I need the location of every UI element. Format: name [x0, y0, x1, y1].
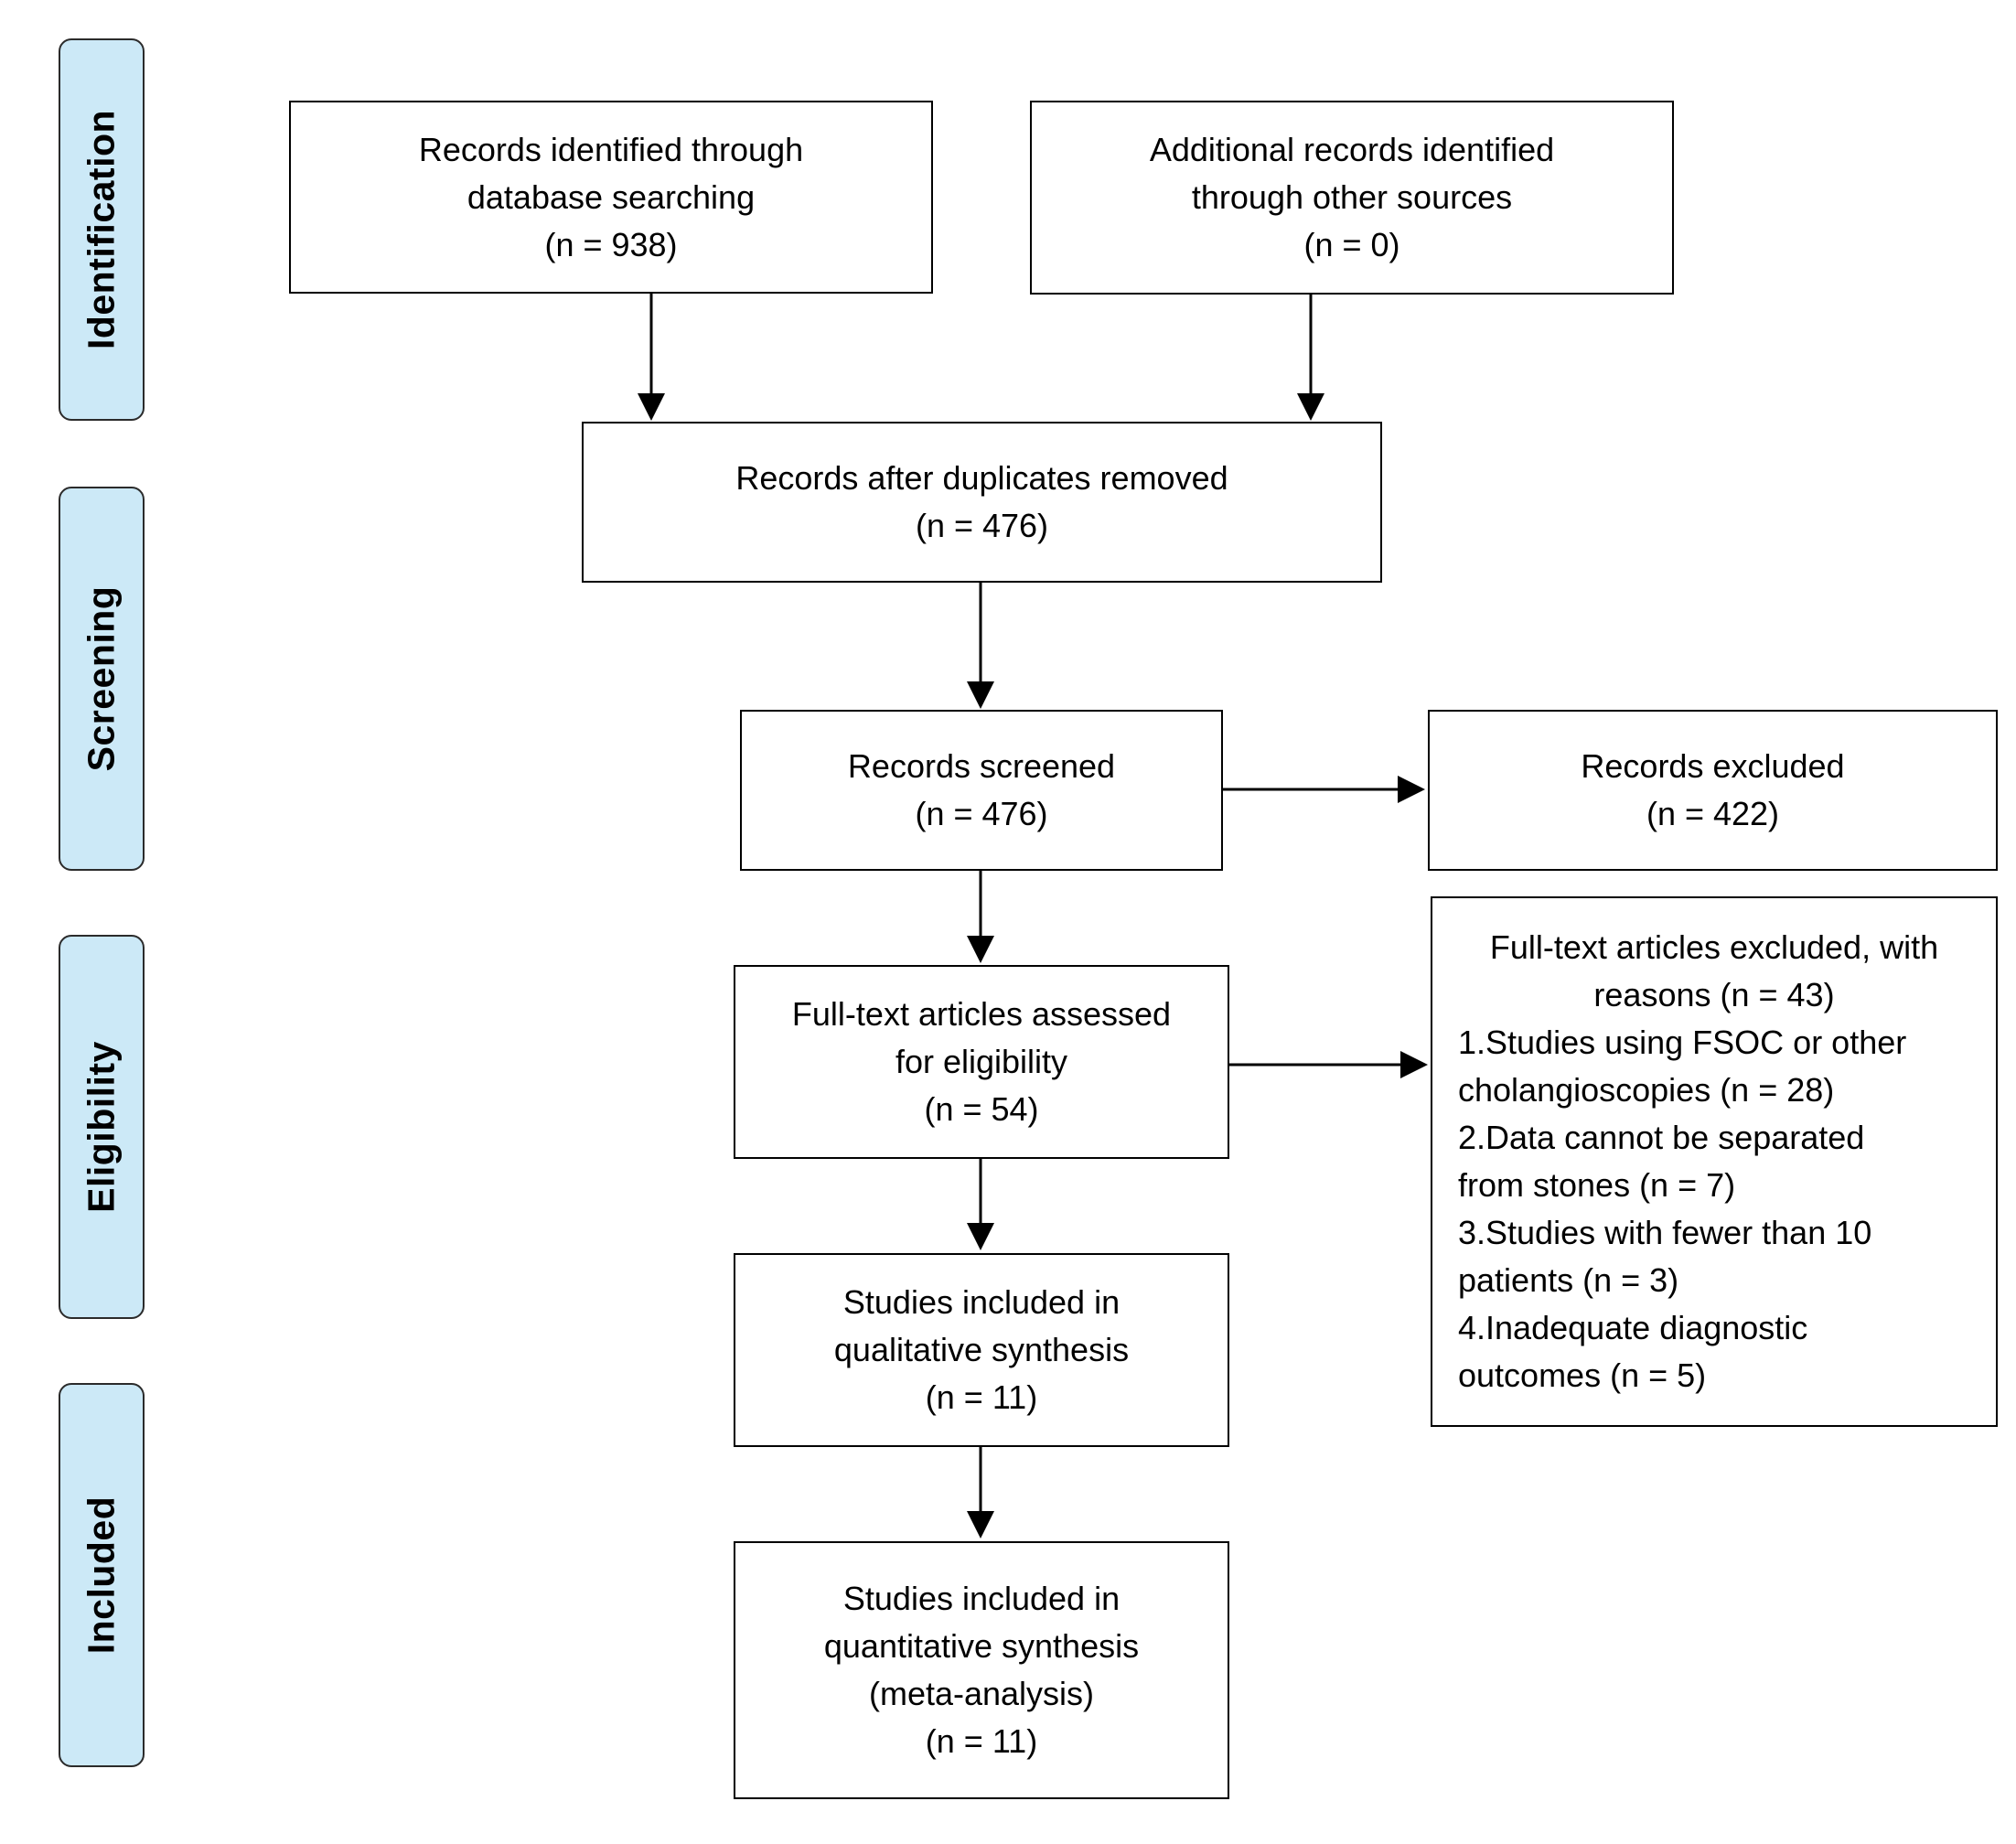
database-records-line1: Records identified through [418, 130, 804, 168]
other-sources-count: (n = 0) [1303, 226, 1400, 263]
stage-screening: Screening [59, 487, 145, 871]
records-screened-box: Records screened (n = 476) [740, 710, 1223, 871]
fulltext-assessed-box: Full-text articles assessed for eligibil… [734, 965, 1229, 1159]
records-screened-count: (n = 476) [915, 795, 1048, 832]
qualitative-synthesis-line2: qualitative synthesis [833, 1331, 1130, 1368]
stage-included: Included [59, 1383, 145, 1767]
duplicates-removed-line1: Records after duplicates removed [735, 459, 1228, 497]
exclusion-reason: 2.Data cannot be separated [1458, 1119, 1865, 1156]
other-sources-line1: Additional records identified [1149, 131, 1555, 168]
stage-eligibility: Eligibility [59, 935, 145, 1319]
duplicates-removed-box: Records after duplicates removed (n = 47… [582, 422, 1382, 583]
records-excluded-line1: Records excluded [1581, 747, 1845, 785]
exclusion-reason: outcomes (n = 5) [1458, 1356, 1707, 1394]
records-excluded-box: Records excluded (n = 422) [1428, 710, 1998, 871]
exclusion-reason: 3.Studies with fewer than 10 [1458, 1214, 1872, 1251]
quantitative-synthesis-count: (n = 11) [925, 1722, 1038, 1760]
exclusion-reason: from stones (n = 7) [1458, 1166, 1736, 1204]
fulltext-excluded-line2: reasons (n = 43) [1593, 976, 1835, 1013]
exclusion-reason: 1.Studies using FSOC or other [1458, 1024, 1907, 1061]
database-records-line2: database searching [466, 177, 756, 216]
fulltext-excluded-box: Full-text articles excluded, with reason… [1431, 896, 1998, 1427]
other-sources-box: Additional records identified through ot… [1030, 101, 1674, 295]
database-records-count: (n = 938) [544, 225, 678, 263]
database-records-box: Records identified through database sear… [289, 101, 933, 294]
stage-identification: Identification [59, 38, 145, 421]
qualitative-synthesis-count: (n = 11) [925, 1378, 1038, 1416]
fulltext-assessed-line2: for eligibility [895, 1043, 1068, 1080]
fulltext-excluded-line1: Full-text articles excluded, with [1489, 928, 1939, 966]
records-screened-line1: Records screened [847, 747, 1116, 785]
qualitative-synthesis-box: Studies included in qualitative synthesi… [734, 1253, 1229, 1447]
fulltext-assessed-line1: Full-text articles assessed [791, 995, 1172, 1033]
exclusion-reason: 4.Inadequate diagnostic [1458, 1309, 1808, 1346]
quantitative-synthesis-line2: quantitative synthesis [823, 1627, 1140, 1665]
records-excluded-count: (n = 422) [1646, 795, 1780, 832]
quantitative-synthesis-line1: Studies included in [842, 1580, 1121, 1617]
fulltext-assessed-count: (n = 54) [924, 1090, 1039, 1128]
qualitative-synthesis-line1: Studies included in [842, 1283, 1121, 1321]
exclusion-reason: patients (n = 3) [1458, 1261, 1679, 1299]
other-sources-line2: through other sources [1191, 178, 1513, 216]
duplicates-removed-count: (n = 476) [915, 507, 1049, 544]
quantitative-synthesis-line3: (meta-analysis) [868, 1675, 1095, 1712]
exclusion-reason: cholangioscopies (n = 28) [1458, 1071, 1835, 1109]
quantitative-synthesis-box: Studies included in quantitative synthes… [734, 1541, 1229, 1799]
